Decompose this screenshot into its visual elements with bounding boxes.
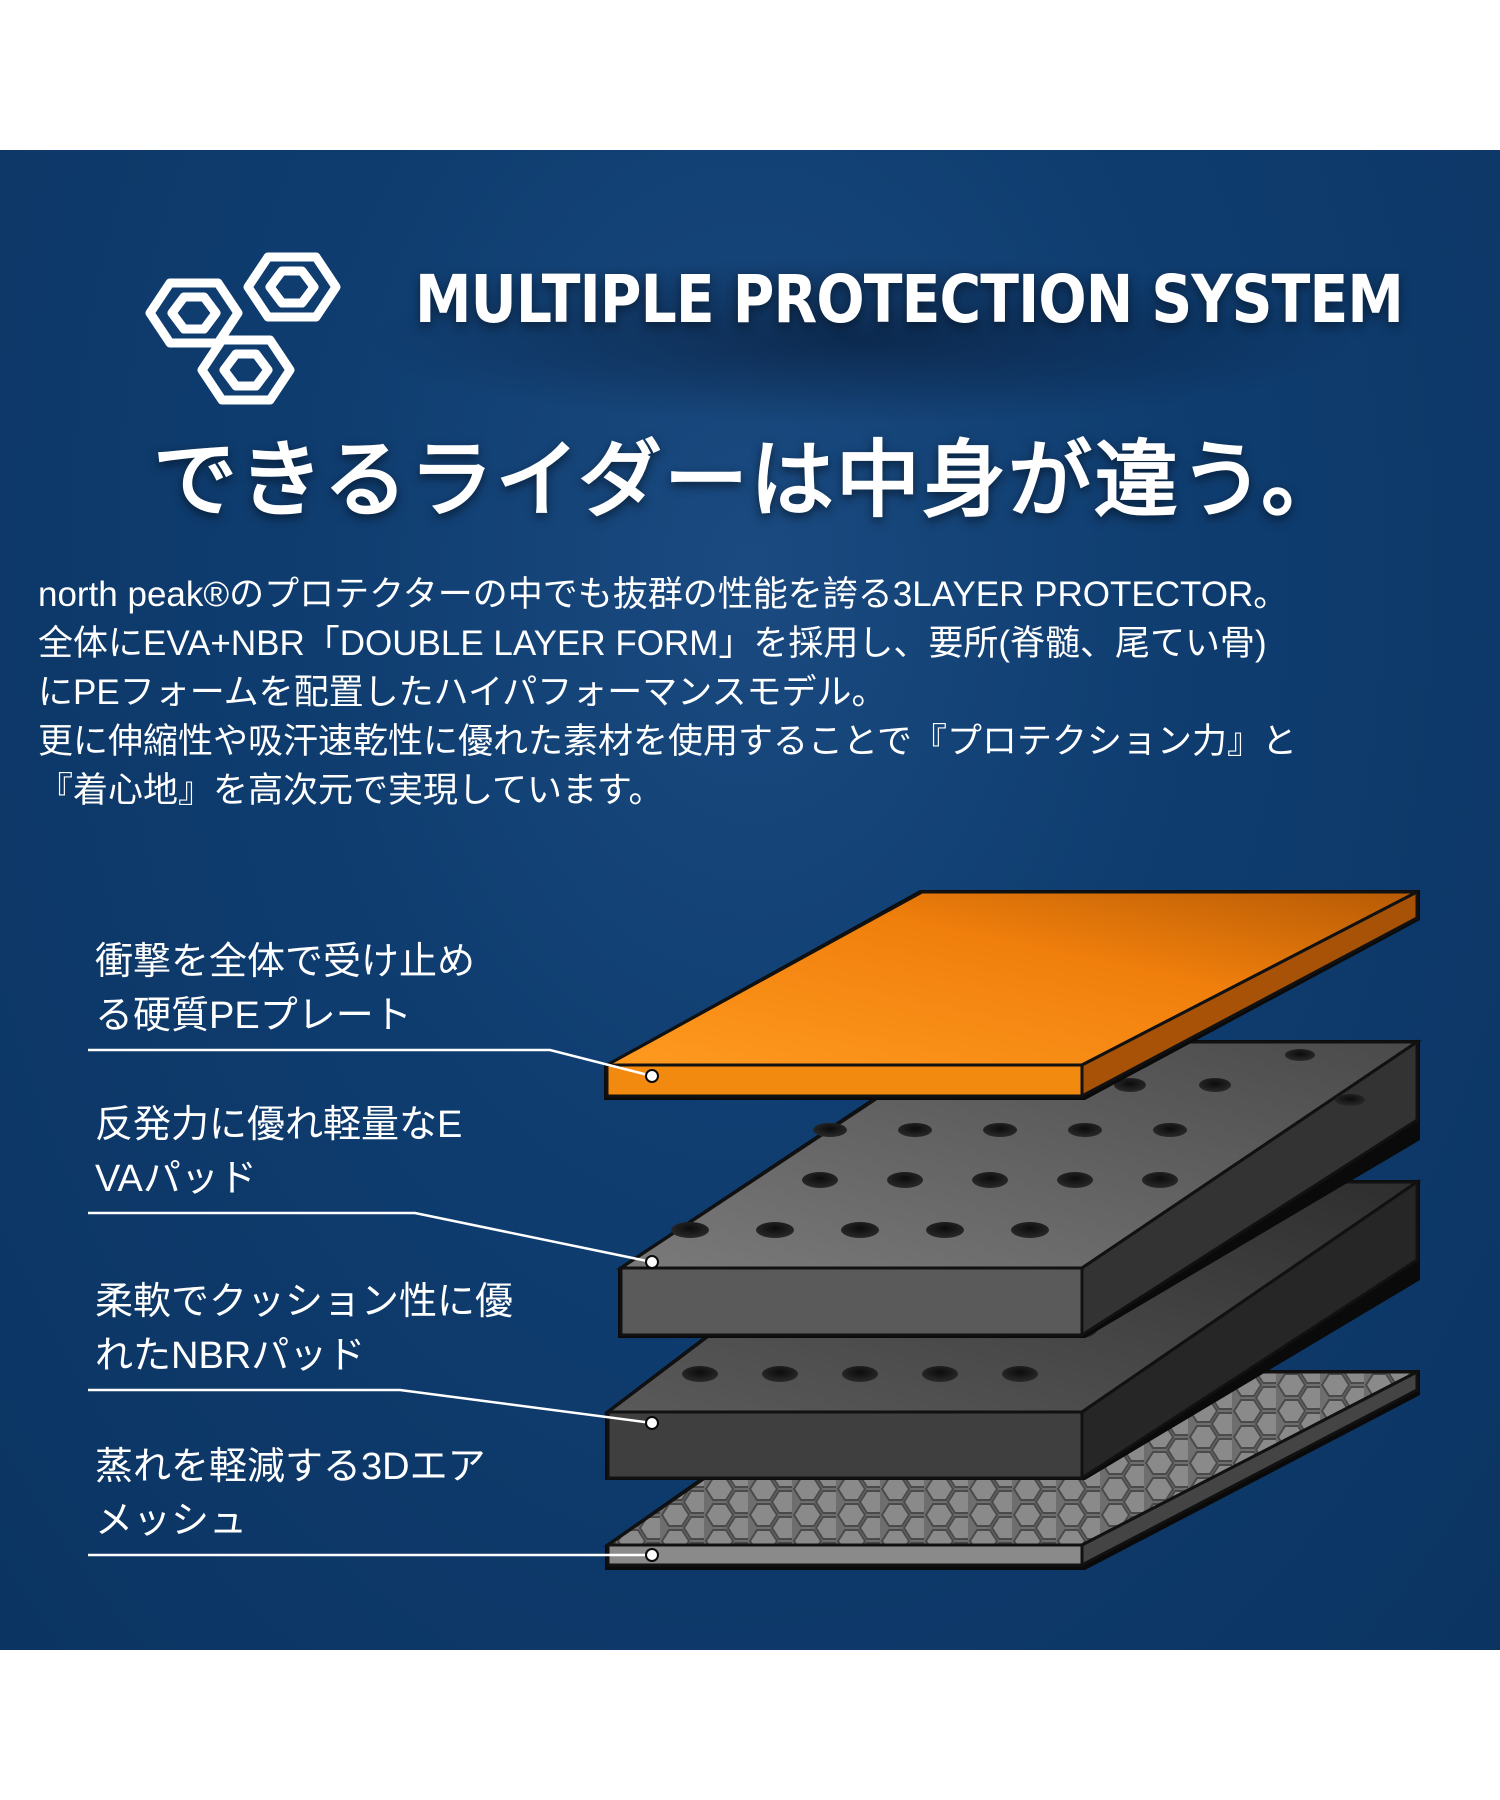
description: north peak®のプロテクターの中でも抜群の性能を誇る3LAYER PRO… [38, 570, 1468, 815]
layer-label-line: れたNBRパッド [95, 1335, 366, 1377]
layer-label-nbr: 柔軟でクッション性に優 れたNBRパッド [95, 1275, 575, 1383]
leader-dot-eva [645, 1255, 659, 1269]
layer-pe-plate [604, 889, 1420, 1100]
leader-dot-pe [645, 1069, 659, 1083]
description-line: 更に伸縮性や吸汗速乾性に優れた素材を使用することで『プロテクション力』と [38, 722, 1297, 761]
layer-label-line: VAパッド [95, 1158, 257, 1200]
layer-label-pe: 衝撃を全体で受け止め る硬質PEプレート [95, 935, 575, 1043]
leader-line-pe [88, 1048, 653, 1078]
product-feature-panel: MULTIPLE PROTECTION SYSTEM できるライダーは中身が違う… [0, 150, 1500, 1650]
layer-label-line: る硬質PEプレート [95, 995, 412, 1037]
layer-label-line: 柔軟でクッション性に優 [95, 1281, 514, 1323]
layer-label-eva: 反発力に優れ軽量なE VAパッド [95, 1098, 575, 1206]
header-shadow [360, 255, 1360, 425]
leader-dot-mesh [645, 1548, 659, 1562]
description-line: 『着心地』を高次元で実現しています。 [38, 771, 664, 810]
system-title: MULTIPLE PROTECTION SYSTEM [415, 261, 1404, 338]
hexagon-cluster-icon [145, 252, 341, 405]
leader-line-eva [88, 1211, 653, 1264]
description-line: にPEフォームを配置したハイパフォーマンスモデル。 [38, 673, 887, 712]
headline: できるライダーは中身が違う。 [153, 431, 1347, 529]
layer-eva [616, 1039, 1422, 1338]
description-line: north peak®のプロテクターの中でも抜群の性能を誇る3LAYER PRO… [38, 575, 1289, 614]
description-line: 全体にEVA+NBR「DOUBLE LAYER FORM」を採用し、要所(脊髄、… [38, 624, 1267, 663]
leader-line-nbr [88, 1388, 653, 1425]
layer-label-line: 蒸れを軽減する3Dエア [95, 1446, 486, 1488]
layer-label-line: 衝撃を全体で受け止め [95, 941, 476, 983]
layer-label-mesh: 蒸れを軽減する3Dエア メッシュ [95, 1440, 575, 1548]
layer-label-line: 反発力に優れ軽量なE [95, 1104, 463, 1146]
leader-dot-nbr [645, 1416, 659, 1430]
layer-label-line: メッシュ [95, 1500, 248, 1542]
layer-stack-illustration [88, 889, 1422, 1570]
